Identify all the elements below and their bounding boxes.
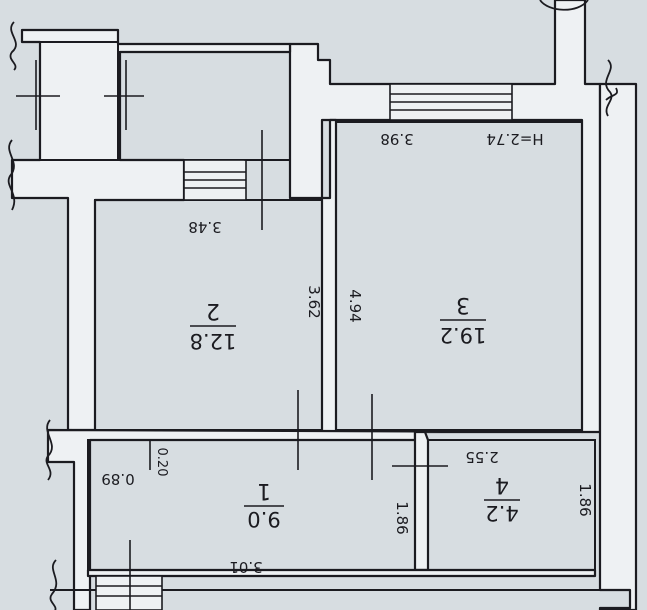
room4-top-dimension: 2.55	[465, 448, 498, 466]
door-offset-dimension: 0.20	[154, 448, 169, 477]
walls	[10, 0, 638, 610]
room-3-number: 3	[456, 292, 470, 317]
room-outlines	[39, 0, 601, 591]
top-arc	[539, 0, 589, 11]
room2-top-dimension: 3.48	[188, 218, 221, 236]
room-3-outline	[335, 121, 583, 431]
room-1-outline	[87, 439, 416, 571]
break-mark-lower-left	[45, 419, 53, 481]
break-mark-mid-left	[7, 139, 16, 211]
room-4-label: 4 4.2	[484, 472, 520, 525]
room2-right-dimension: 3.62	[305, 285, 323, 318]
break-mark-right	[605, 87, 618, 101]
window-bottom	[95, 575, 163, 610]
break-marks	[7, 0, 618, 610]
room4-right-dimension: 1.86	[576, 483, 594, 516]
room-1-label: 1 9.0	[244, 478, 284, 531]
room-2-area: 12.8	[190, 329, 237, 353]
ceiling-height-label: H=2.74	[486, 130, 543, 148]
lower-right-wall	[598, 82, 638, 610]
upper-left-wall	[10, 28, 292, 432]
room1-room4-partition	[413, 430, 430, 572]
room-labels: 2 12.8 3 19.2 1 9.0 4 4.2	[190, 292, 520, 531]
dimension-labels: H=2.74 3.98 3.48 3.62 4.94 2.55 1.86 1.8…	[101, 130, 594, 576]
room-4-outline	[427, 439, 596, 571]
break-mark-top-right	[605, 59, 613, 117]
window-room-2	[183, 159, 247, 201]
room3-top-dimension: 3.98	[380, 130, 413, 148]
room1-right-dimension: 1.86	[393, 501, 411, 534]
break-mark-bottom-left	[49, 559, 58, 610]
bottom-wall	[86, 568, 597, 578]
room-3-label: 3 19.2	[440, 292, 487, 347]
room-1-area: 9.0	[247, 507, 280, 531]
room-2-label: 2 12.8	[190, 298, 237, 353]
top-left-room-a	[39, 41, 119, 161]
window-room-3	[389, 83, 513, 121]
door-width-dimension: 0.89	[101, 470, 134, 488]
room-4-number: 4	[495, 472, 509, 497]
top-left-room-b	[119, 51, 291, 161]
room-3-area: 19.2	[440, 323, 487, 347]
break-mark-top-left	[9, 21, 17, 71]
room1-bottom-dimension: 3.01	[229, 558, 262, 576]
room-4-area: 4.2	[485, 501, 518, 525]
central-partition	[320, 118, 338, 434]
room-2-number: 2	[206, 298, 220, 323]
room3-left-dimension: 4.94	[346, 289, 364, 322]
tick-marks	[16, 60, 448, 610]
windows	[95, 83, 513, 610]
mid-horizontal-wall	[46, 428, 584, 610]
room-1-number: 1	[257, 478, 271, 503]
